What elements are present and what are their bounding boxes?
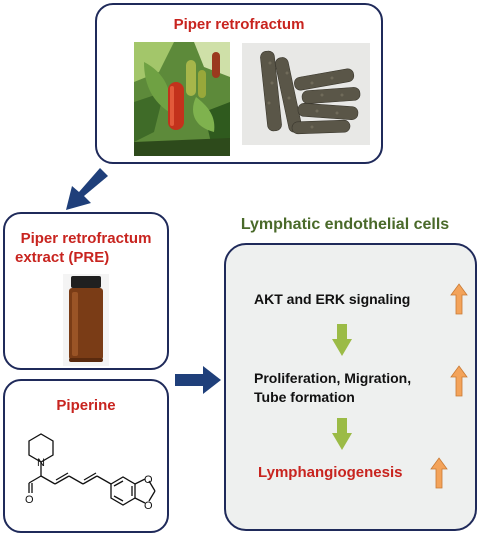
oxygen-label-2: O (144, 474, 153, 486)
extract-box: Piper retrofractum extract (PRE) (3, 212, 169, 370)
source-plant-title: Piper retrofractum (173, 16, 305, 33)
piperine-structure: N O O O (25, 433, 156, 512)
arrow-to-target (175, 366, 221, 394)
nitrogen-label: N (37, 457, 45, 469)
plant-photo (134, 42, 230, 156)
pathway-step3: Lymphangiogenesis (258, 464, 403, 481)
extract-title-line1: Piper retrofractum (20, 230, 152, 247)
pathway-step1: AKT and ERK signaling (254, 291, 411, 307)
up-arrow-icon-3 (430, 457, 448, 489)
extract-title-line2: extract (PRE) (15, 249, 110, 266)
pathway-step2-line2: Tube formation (254, 389, 355, 405)
pathway-panel: AKT and ERK signaling Proliferation, Mig… (224, 243, 477, 531)
pathway-step2-line1: Proliferation, Migration, (254, 370, 412, 386)
down-arrow-icon (332, 324, 352, 356)
dried-fruit-photo (242, 43, 370, 145)
source-plant-box: Piper retrofractum (95, 3, 383, 164)
up-arrow-icon-2 (450, 365, 468, 397)
target-title: Lymphatic endothelial cells (240, 216, 450, 233)
oxygen-label: O (25, 494, 34, 506)
down-arrow-icon-2 (332, 418, 352, 450)
arrow-to-extract (66, 168, 108, 210)
vial-icon (63, 274, 109, 366)
oxygen-label-3: O (144, 500, 153, 512)
compound-box: Piperine (3, 379, 169, 533)
compound-title: Piperine (56, 397, 116, 414)
up-arrow-icon (450, 283, 468, 315)
